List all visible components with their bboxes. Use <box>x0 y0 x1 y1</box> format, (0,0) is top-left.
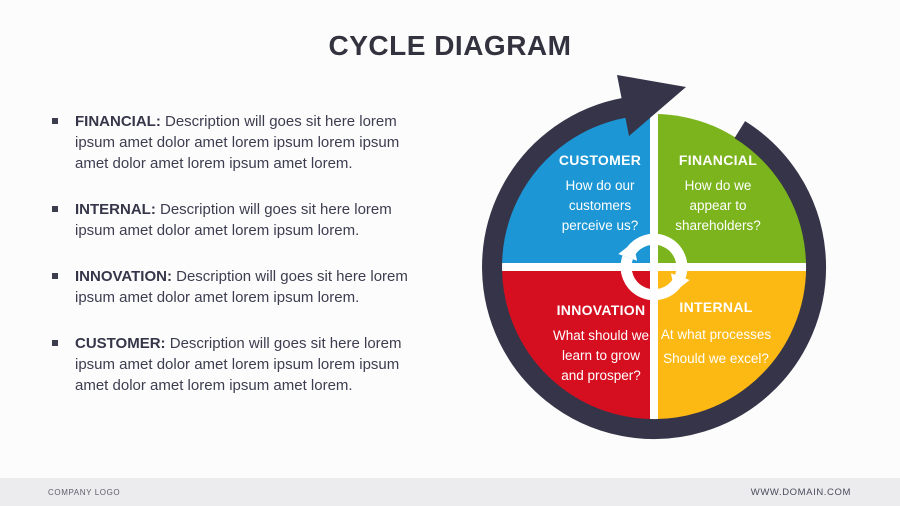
quadrant-customer <box>501 114 654 267</box>
bullet-description: Description will goes sit here lorem ips… <box>75 201 392 239</box>
quadrant-title: CUSTOMER <box>558 152 642 168</box>
quadrant-title: FINANCIAL <box>678 152 758 168</box>
quadrant-line: perceive us? <box>561 218 639 233</box>
bullet-item-internal: INTERNAL: Description will goes sit here… <box>52 199 452 241</box>
bullet-text: CUSTOMER: Description will goes sit here… <box>75 333 425 396</box>
bullet-square-icon <box>52 118 58 124</box>
bullet-item-innovation: INNOVATION: Description will goes sit he… <box>52 266 452 308</box>
quadrant-line: Should we excel? <box>663 351 769 366</box>
quadrant-innovation <box>501 267 654 420</box>
quadrant-text-innovation: INNOVATION What should we learn to grow … <box>521 302 681 386</box>
cycle-diagram: CUSTOMER How do our customers perceive u… <box>444 52 864 472</box>
quadrant-line: What should we <box>552 328 650 343</box>
ring-arrowhead-icon <box>617 75 686 136</box>
cycle-arc-top <box>625 233 688 279</box>
bullet-text: INNOVATION: Description will goes sit he… <box>75 266 425 308</box>
quadrant-text-internal: INTERNAL At what processes Should we exc… <box>636 299 796 371</box>
quadrant-text-customer: CUSTOMER How do our customers perceive u… <box>520 152 680 236</box>
bullet-label: INTERNAL: <box>75 201 156 218</box>
bullet-item-financial: FINANCIAL: Description will goes sit her… <box>52 111 452 174</box>
bullet-label: FINANCIAL: <box>75 113 161 130</box>
website-url: WWW.DOMAIN.COM <box>750 487 851 498</box>
quadrant-line: shareholders? <box>675 218 761 233</box>
quadrant-title: INTERNAL <box>679 299 753 315</box>
bullet-description: Description will goes sit here lorem ips… <box>75 113 400 172</box>
quadrant-line: How do our <box>565 178 635 193</box>
bullet-label: CUSTOMER: <box>75 335 166 352</box>
cycle-arc-bottom <box>620 255 683 301</box>
quadrant-title: INNOVATION <box>556 302 646 318</box>
bullet-square-icon <box>52 273 58 279</box>
quadrant-financial <box>654 114 807 267</box>
footer-bar: COMPANY LOGO WWW.DOMAIN.COM <box>0 478 900 506</box>
quadrant-line: How do we <box>684 178 752 193</box>
page-title: CYCLE DIAGRAM <box>328 30 572 61</box>
bullet-square-icon <box>52 340 58 346</box>
quadrant-line: and prosper? <box>561 368 641 383</box>
quadrant-line: appear to <box>689 198 747 213</box>
bullet-description: Description will goes sit here lorem ips… <box>75 335 402 394</box>
bullet-text: INTERNAL: Description will goes sit here… <box>75 199 425 241</box>
cycle-arrows-icon <box>618 233 690 301</box>
quadrant-line: learn to grow <box>561 348 641 363</box>
bullet-item-customer: CUSTOMER: Description will goes sit here… <box>52 333 452 396</box>
quadrant-internal <box>654 267 807 420</box>
company-logo: COMPANY LOGO <box>48 488 121 497</box>
bullet-list: FINANCIAL: Description will goes sit her… <box>52 111 452 421</box>
bullet-text: FINANCIAL: Description will goes sit her… <box>75 111 425 174</box>
cycle-arrowhead-left-icon <box>618 242 638 261</box>
outer-ring-arc <box>482 97 826 439</box>
bullet-description: Description will goes sit here lorem ips… <box>75 268 408 306</box>
quadrant-line: At what processes <box>660 327 772 342</box>
quadrant-line: customers <box>568 198 632 213</box>
bullet-label: INNOVATION: <box>75 268 172 285</box>
cycle-diagram-graphic <box>482 75 826 439</box>
quadrant-text-financial: FINANCIAL How do we appear to shareholde… <box>638 152 798 236</box>
bullet-square-icon <box>52 206 58 212</box>
